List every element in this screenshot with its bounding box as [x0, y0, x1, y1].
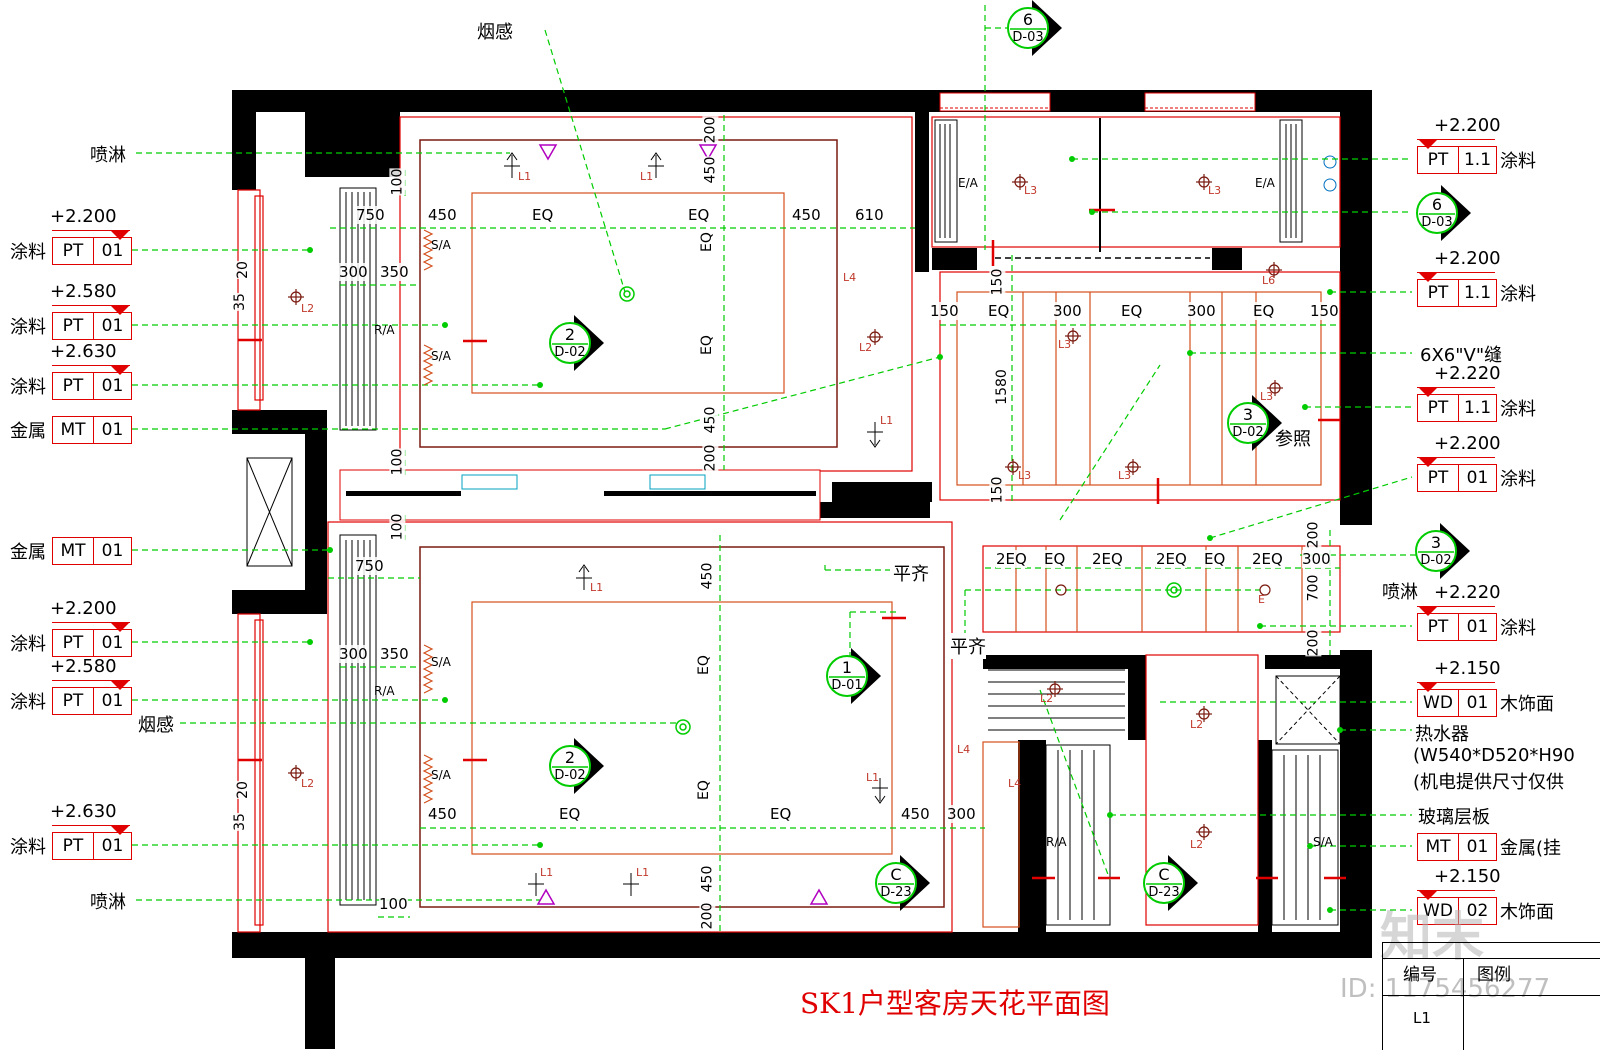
- svg-text:L3: L3: [1024, 184, 1037, 197]
- svg-text:L1: L1: [866, 771, 879, 784]
- svg-text:L1: L1: [640, 170, 653, 183]
- inner-coves: [471, 192, 1322, 928]
- svg-text:L4: L4: [957, 743, 970, 756]
- svg-text:L3: L3: [1208, 184, 1221, 197]
- svg-text:L2: L2: [1190, 838, 1203, 851]
- walls: [232, 90, 1372, 1049]
- svg-text:L3: L3: [1118, 469, 1131, 482]
- light-fixtures: [288, 174, 1283, 840]
- smoke-detectors: [619, 286, 1182, 735]
- svg-text:L4: L4: [843, 271, 856, 284]
- svg-text:L1: L1: [540, 866, 553, 879]
- diffuser-slots: [345, 124, 1321, 920]
- curtain-track: [339, 469, 821, 521]
- svg-text:L1: L1: [880, 414, 893, 427]
- tick-marks: [238, 208, 1346, 880]
- svg-text:L3: L3: [1018, 469, 1031, 482]
- legend-table: 编号 图例 L1: [1382, 942, 1600, 1050]
- shaft-boxes: [246, 457, 1341, 745]
- svg-text:L6: L6: [1262, 274, 1275, 287]
- svg-text:L2: L2: [859, 341, 872, 354]
- svg-text:L1: L1: [590, 581, 603, 594]
- image-id: ID: 1175456277: [1340, 974, 1551, 1004]
- partition: [995, 118, 1210, 259]
- dimension-lines: [132, 5, 1430, 932]
- ceiling-coves: [419, 139, 945, 908]
- svg-text:L4: L4: [1008, 777, 1021, 790]
- legend-col-symbol: 图例: [1477, 965, 1511, 985]
- svg-text:L2: L2: [301, 302, 314, 315]
- svg-text:E: E: [1258, 593, 1265, 606]
- svg-text:L2: L2: [1040, 692, 1053, 705]
- drawing-title: SK1户型客房天花平面图: [800, 987, 1110, 1020]
- legend-col-number: 编号: [1403, 965, 1437, 985]
- sprinklers: [536, 144, 829, 905]
- downlights-arrows: [504, 152, 888, 896]
- svg-text:L3: L3: [1260, 390, 1273, 403]
- svg-text:L3: L3: [1058, 338, 1071, 351]
- room-outlines: [237, 116, 1341, 933]
- windows: [939, 92, 1256, 112]
- legend-row-code: L1: [1413, 1009, 1431, 1027]
- svg-text:L2: L2: [1190, 718, 1203, 731]
- svg-text:L1: L1: [636, 866, 649, 879]
- leader-dots: [307, 156, 1343, 913]
- svg-text:L2: L2: [301, 777, 314, 790]
- svg-text:L1: L1: [518, 170, 531, 183]
- vent-circles: [1323, 155, 1337, 192]
- supply-grilles: [422, 229, 434, 804]
